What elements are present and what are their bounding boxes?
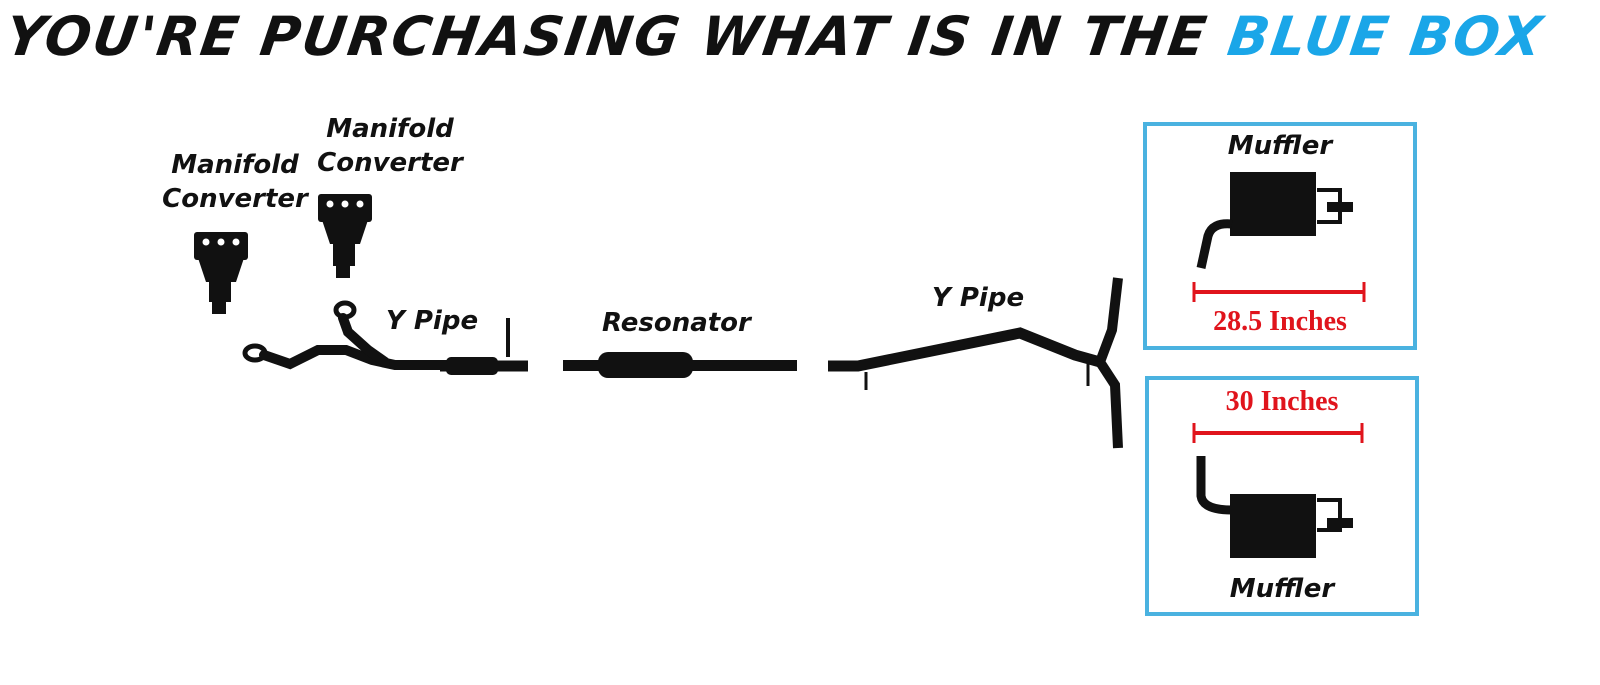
label-resonator: Resonator — [602, 308, 751, 338]
muffler-bottom-icon — [1196, 456, 1353, 558]
label-y-pipe-front: Y Pipe — [386, 306, 479, 336]
label-manifold-converter-left: Manifold Converter — [150, 148, 320, 216]
measurement-top: 28.5 Inches — [1213, 306, 1347, 337]
label-manifold-right-line1: Manifold — [326, 114, 454, 144]
y-pipe-rear-shape — [828, 277, 1123, 449]
measure-bar-top — [1192, 282, 1366, 302]
manifold-converter-left-shape — [194, 232, 248, 314]
label-muffler-top: Muffler — [1227, 131, 1333, 161]
measurement-bottom: 30 Inches — [1225, 386, 1339, 417]
y-pipe-front-shape — [242, 300, 528, 375]
resonator-shape — [563, 352, 797, 378]
label-manifold-right-line2: Converter — [317, 148, 463, 178]
measure-bar-bottom — [1192, 423, 1364, 443]
label-y-pipe-rear: Y Pipe — [932, 283, 1025, 313]
label-muffler-bottom: Muffler — [1229, 574, 1335, 604]
label-manifold-left-line1: Manifold — [171, 150, 299, 180]
label-manifold-left-line2: Converter — [162, 184, 308, 214]
label-manifold-converter-right: Manifold Converter — [305, 112, 475, 180]
manifold-converter-right-shape — [318, 194, 372, 278]
muffler-top-icon — [1196, 172, 1353, 269]
